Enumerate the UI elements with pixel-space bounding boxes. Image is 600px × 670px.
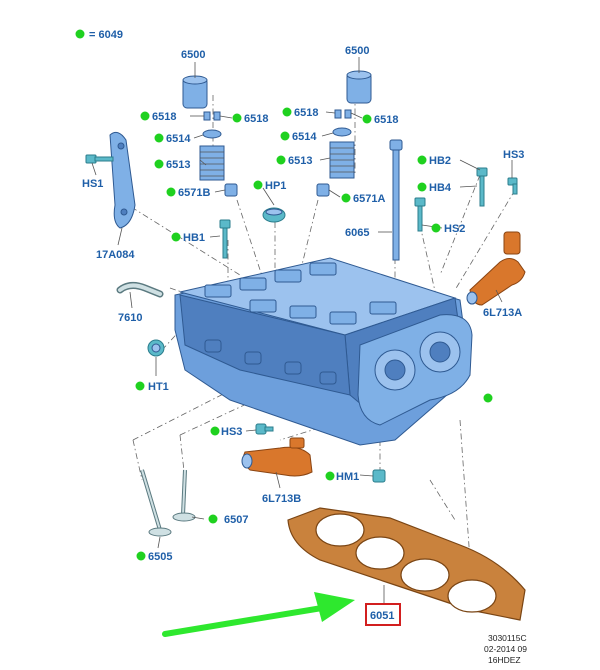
footer-line-2: 02-2014 09 <box>484 644 527 654</box>
dowel-hm1 <box>372 469 386 483</box>
valve-6505 <box>140 469 172 537</box>
label-6500-right: 6500 <box>345 45 369 57</box>
bolt-hb4 <box>476 167 488 207</box>
label-hp1: HP1 <box>265 180 286 192</box>
label-6518-d: 6518 <box>374 114 398 126</box>
label-6065: 6065 <box>345 227 369 239</box>
valve-spring-stack-right <box>316 109 355 197</box>
tappet-6500-right <box>346 70 372 104</box>
green-pointer-arrow <box>162 592 355 637</box>
label-6l713b: 6L713B <box>262 493 301 505</box>
label-hb1: HB1 <box>183 232 205 244</box>
label-6l713a: 6L713A <box>483 307 522 319</box>
label-6514-a: 6514 <box>166 133 191 145</box>
label-6513-a: 6513 <box>166 159 190 171</box>
bracket-17a084 <box>109 131 136 229</box>
label-hs3-top: HS3 <box>503 149 524 161</box>
hose-7610 <box>116 281 164 298</box>
head-gasket-6051 <box>287 507 526 621</box>
label-6507: 6507 <box>224 514 248 526</box>
valve-spring-stack-left <box>199 111 238 197</box>
label-17a084: 17A084 <box>96 249 135 261</box>
label-hs1: HS1 <box>82 178 103 190</box>
bolt-hs2 <box>414 197 426 232</box>
vct-solenoid-6l713a <box>466 231 526 306</box>
label-hm1: HM1 <box>336 471 359 483</box>
part-labels: 6500 6500 6518 6518 6514 6513 6571B 6518… <box>82 45 524 563</box>
label-hb4: HB4 <box>429 182 452 194</box>
cylinder-head <box>174 257 473 446</box>
label-6513-b: 6513 <box>288 155 312 167</box>
label-6518-b: 6518 <box>244 113 268 125</box>
label-7610: 7610 <box>118 312 142 324</box>
legend-text: = 6049 <box>89 29 123 41</box>
label-6571a: 6571A <box>353 193 385 205</box>
label-hs2: HS2 <box>444 223 465 235</box>
tappet-6500-left <box>182 75 208 109</box>
footer-line-1: 3030115C <box>488 633 527 643</box>
bolt-hs3-top <box>507 177 518 195</box>
label-6505: 6505 <box>148 551 172 563</box>
bolt-hs1 <box>85 154 114 164</box>
plug-ht1 <box>147 339 165 357</box>
plug-hp1 <box>262 207 286 223</box>
label-hb2: HB2 <box>429 155 451 167</box>
label-6514-b: 6514 <box>292 131 317 143</box>
highlight-box-6051 <box>365 603 401 626</box>
label-hs3-lower: HS3 <box>221 426 242 438</box>
vct-solenoid-6l713b <box>241 437 313 477</box>
label-6518-c: 6518 <box>294 107 318 119</box>
footer-line-3: 16HDEZ <box>488 655 521 665</box>
bolt-6065 <box>389 139 403 261</box>
bolt-6049-markers <box>135 107 493 561</box>
bolt-hs3-lower <box>255 423 274 435</box>
label-6051: 6051 <box>370 610 394 622</box>
label-6518-a: 6518 <box>152 111 176 123</box>
bolt-hb1 <box>219 219 231 259</box>
legend-marker <box>75 29 85 39</box>
label-ht1: HT1 <box>148 381 169 393</box>
valve-6507 <box>172 469 196 522</box>
label-6571b: 6571B <box>178 187 210 199</box>
label-6500-left: 6500 <box>181 49 205 61</box>
